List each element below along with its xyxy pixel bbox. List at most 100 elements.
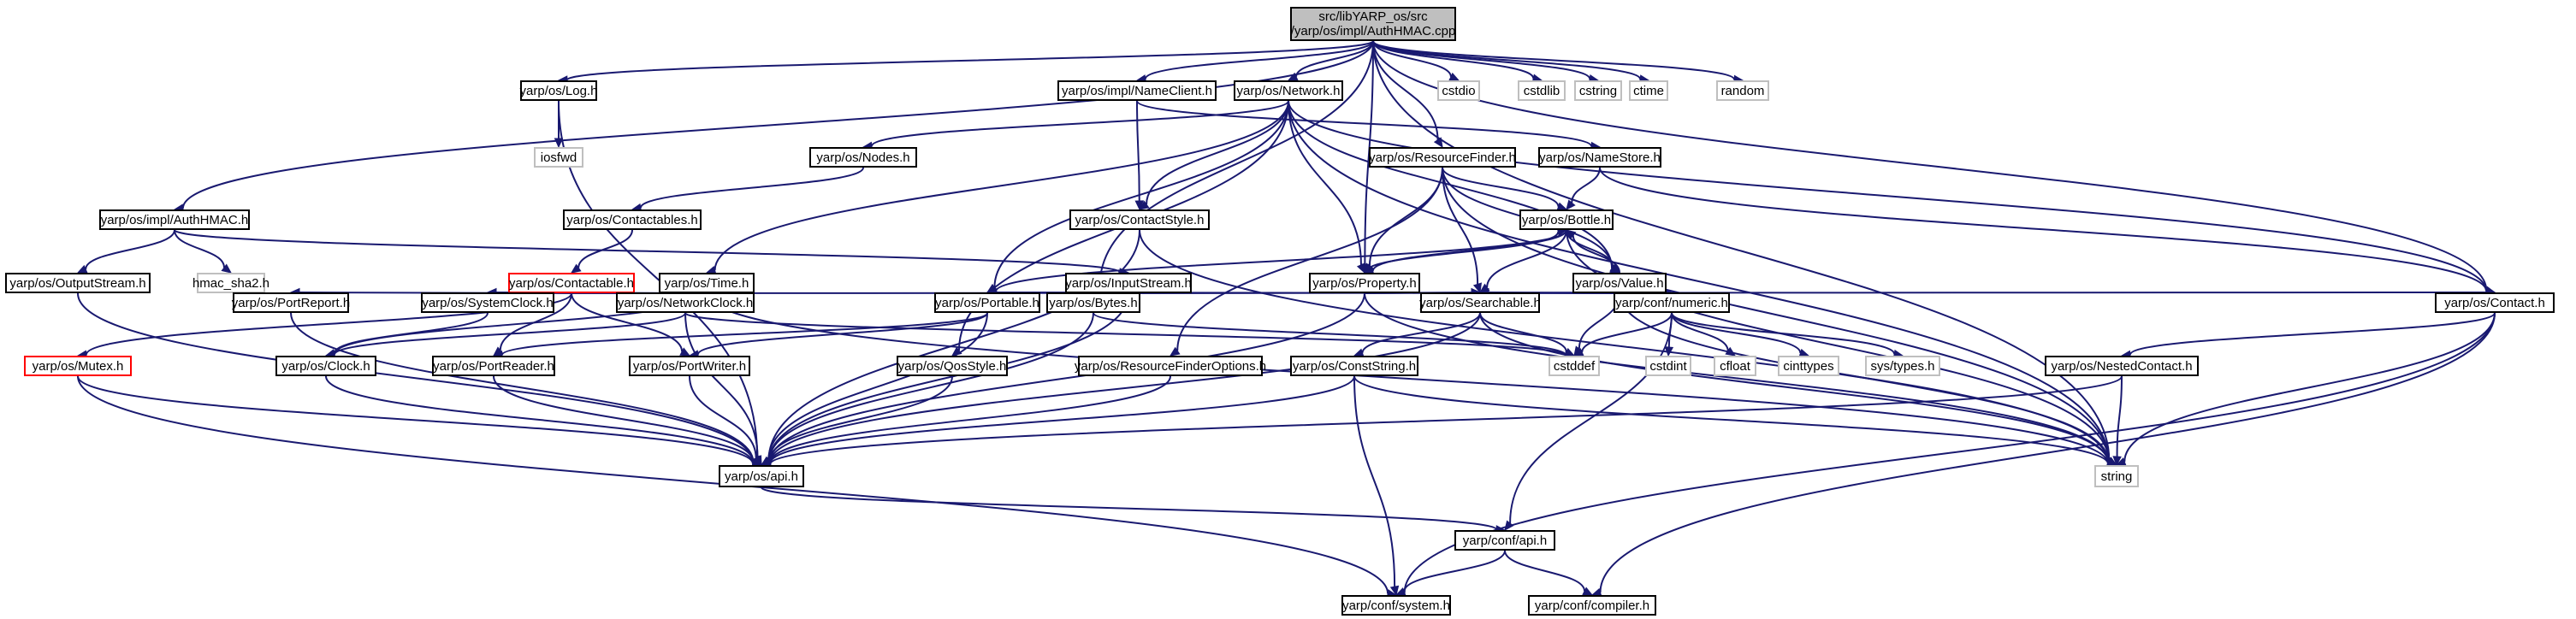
file-node-label: yarp/os/Time.h [665,276,749,291]
dependency-edge-nestedcontact-to-api [768,375,2123,465]
file-node-contact[interactable]: yarp/os/Contact.h [2435,292,2555,313]
file-node-inputstream[interactable]: yarp/os/InputStream.h [1065,273,1192,293]
file-node-label-line: /yarp/os/impl/AuthHMAC.cpp [1290,24,1456,38]
file-node-string: string [2094,465,2139,487]
dependency-edge-root-to-cstdio [1372,40,1452,78]
file-node-label: cstdlib [1524,84,1560,98]
dependency-edge-systemclock-to-clock [333,312,489,354]
file-node-label-text: random [1720,83,1765,98]
file-node-namestore[interactable]: yarp/os/NameStore.h [1538,147,1661,168]
file-node-label: yarp/os/PortWriter.h [633,359,746,374]
file-node-conststring[interactable]: yarp/os/ConstString.h [1290,356,1418,376]
file-node-bytes[interactable]: yarp/os/Bytes.h [1046,292,1140,313]
file-node-searchable[interactable]: yarp/os/Searchable.h [1419,292,1541,313]
file-node-portwriter[interactable]: yarp/os/PortWriter.h [629,356,750,376]
file-node-label-text: yarp/os/impl/AuthHMAC.h [100,212,249,227]
file-node-portable[interactable]: yarp/os/Portable.h [934,292,1040,313]
file-node-portreader[interactable]: yarp/os/PortReader.h [432,356,555,376]
dependency-edge-numeric-to-systypes [1671,312,1896,355]
file-node-label: yarp/os/ContactStyle.h [1075,213,1205,227]
file-node-label-text: yarp/conf/compiler.h [1534,598,1650,613]
file-node-label: yarp/os/Contactable.h [509,276,634,291]
file-node-ctime: ctime [1629,80,1668,101]
file-node-compiler[interactable]: yarp/conf/compiler.h [1528,595,1656,616]
arrowhead-network-to-property [1356,262,1365,274]
file-node-outputstream[interactable]: yarp/os/OutputStream.h [5,273,151,293]
file-node-label-text: yarp/os/impl/NameClient.h [1062,83,1212,98]
file-node-label-text: yarp/conf/numeric.h [1615,295,1728,310]
dependency-edge-root-to-network [1295,40,1374,78]
file-node-portreport[interactable]: yarp/os/PortReport.h [232,292,350,313]
file-node-nameclient[interactable]: yarp/os/impl/NameClient.h [1057,80,1217,101]
file-node-resourcefinder[interactable]: yarp/os/ResourceFinder.h [1369,147,1516,168]
file-node-contactable[interactable]: yarp/os/Contactable.h [508,273,635,293]
dependency-edge-contact-to-nestedcontact [2129,312,2496,356]
file-node-clock[interactable]: yarp/os/Clock.h [275,356,376,376]
file-node-label: yarp/conf/numeric.h [1615,296,1728,310]
file-node-system[interactable]: yarp/conf/system.h [1341,595,1451,616]
file-node-contactables[interactable]: yarp/os/Contactables.h [563,209,702,230]
file-node-cstdio: cstdio [1437,80,1480,101]
file-node-nodes[interactable]: yarp/os/Nodes.h [809,147,917,168]
file-node-authhmac[interactable]: yarp/os/impl/AuthHMAC.h [99,209,250,230]
file-node-label-text: yarp/os/ContactStyle.h [1075,212,1205,227]
dependency-edge-root-to-resourcefinder [1372,40,1439,140]
dependency-edge-conststring-to-system [1353,375,1396,587]
arrowhead-network-to-contactstyle [1139,200,1150,210]
file-node-bottle[interactable]: yarp/os/Bottle.h [1519,209,1614,230]
file-node-api[interactable]: yarp/os/api.h [719,465,804,487]
file-node-label-text: yarp/os/Portable.h [935,295,1039,310]
dependency-edge-portreader-to-api [493,375,755,463]
file-node-label-text: yarp/os/Clock.h [281,358,370,374]
file-node-systypes: sys/types.h [1865,356,1940,376]
dependency-edge-numeric-to-cfloat [1671,312,1729,351]
file-node-label: yarp/os/Log.h [520,84,598,98]
file-node-contactstyle[interactable]: yarp/os/ContactStyle.h [1069,209,1210,230]
dependency-edge-mutex-to-api [77,375,755,465]
file-node-mutex[interactable]: yarp/os/Mutex.h [24,356,132,376]
dependency-edge-contactstyle-to-api [767,229,1140,461]
file-node-time[interactable]: yarp/os/Time.h [659,273,755,293]
dependency-edge-confapi-to-system [1403,550,1506,592]
file-node-log[interactable]: yarp/os/Log.h [520,80,597,101]
file-node-nestedcontact[interactable]: yarp/os/NestedContact.h [2045,356,2199,376]
file-node-cfloat: cfloat [1714,356,1756,376]
file-node-random: random [1716,80,1769,101]
dependency-edges [76,40,2496,598]
file-node-systemclock[interactable]: yarp/os/SystemClock.h [421,292,554,313]
file-node-label-text: yarp/os/Contactables.h [566,212,698,227]
dependency-edge-bottle-to-value [1566,229,1614,268]
file-node-label: cstdio [1442,84,1475,98]
dependency-edge-conststring-to-string [1353,375,2110,465]
dependency-edge-portable-to-portreader [500,312,988,357]
dependency-edge-resourcefinder-to-string [1442,167,2110,462]
file-node-label-text: yarp/os/ConstString.h [1292,358,1417,374]
file-node-rfoptions[interactable]: yarp/os/ResourceFinderOptions.h [1075,356,1266,376]
file-node-label-text: hmac_sha2.h [192,275,270,291]
file-node-label: yarp/os/PortReader.h [433,359,554,374]
dependency-edge-portwriter-to-api [689,375,757,459]
file-node-qosstyle[interactable]: yarp/os/QosStyle.h [897,356,1008,376]
file-node-label: yarp/os/NetworkClock.h [618,296,753,310]
dependency-edge-confapi-to-compiler [1504,550,1586,592]
file-node-label: yarp/os/ResourceFinderOptions.h [1075,359,1266,374]
file-node-label-text: ctime [1633,83,1664,98]
file-node-label: cfloat [1720,359,1750,374]
arrowhead-namestore-to-bottle [1566,199,1576,210]
file-node-cinttypes: cinttypes [1778,356,1839,376]
arrowhead-value-to-bottle [1566,229,1577,239]
file-node-property[interactable]: yarp/os/Property.h [1309,273,1420,293]
file-node-label-text: yarp/os/NetworkClock.h [617,295,754,310]
file-node-networkclock[interactable]: yarp/os/NetworkClock.h [616,292,755,313]
file-node-value[interactable]: yarp/os/Value.h [1572,273,1667,293]
file-node-confapi[interactable]: yarp/conf/api.h [1454,530,1555,551]
file-node-label-text: yarp/os/Property.h [1312,275,1417,291]
file-node-label: yarp/os/Mutex.h [33,359,124,374]
file-node-network[interactable]: yarp/os/Network.h [1234,80,1343,101]
file-node-label: cstring [1579,84,1617,98]
file-node-label: cinttypes [1783,359,1833,374]
dependency-edge-time-to-string [706,292,2110,464]
dependency-edge-networkclock-to-clock [333,312,686,356]
file-node-numeric[interactable]: yarp/conf/numeric.h [1614,292,1730,313]
dependency-edge-root-to-bytes [1099,40,1374,287]
